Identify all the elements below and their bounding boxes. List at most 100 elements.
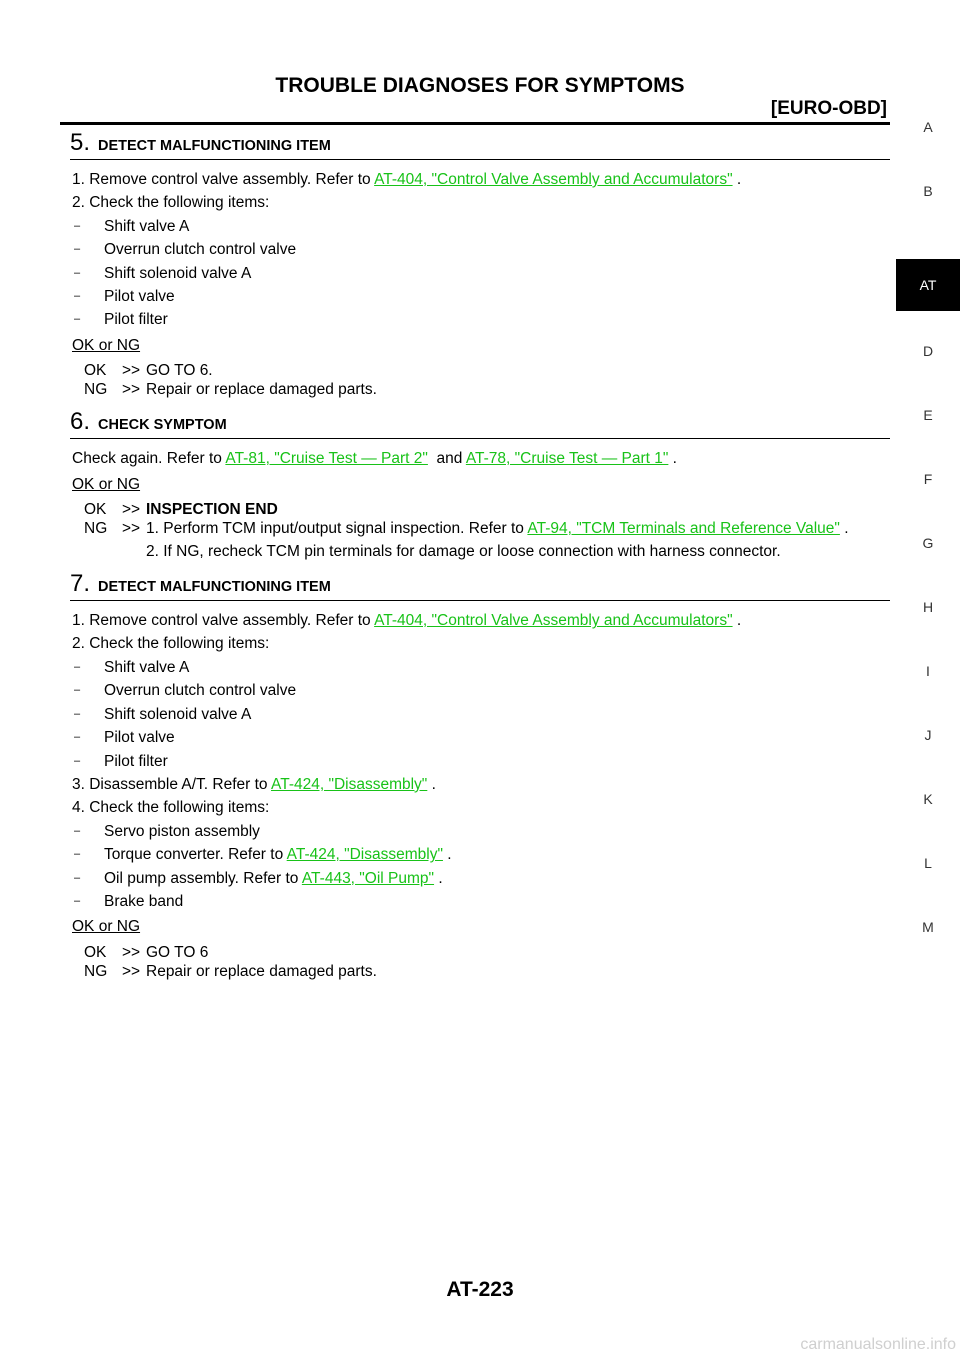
step-title: DETECT MALFUNCTIONING ITEM: [98, 138, 331, 154]
text: .: [442, 846, 452, 864]
result-ng: NG >> 1. Perform TCM input/output signal…: [72, 519, 890, 538]
tab-i[interactable]: I: [926, 663, 930, 679]
instruction-line: 1. Remove control valve assembly. Refer …: [72, 168, 890, 191]
check-item: Torque converter. Refer to AT-424, "Disa…: [72, 843, 890, 867]
check-item: Brake band: [72, 890, 890, 914]
tab-d[interactable]: D: [922, 343, 934, 359]
result-ok: OK >> INSPECTION END: [72, 500, 890, 519]
page-header-subtitle: [EURO-OBD]: [770, 98, 887, 119]
link-cruise-test-part-1[interactable]: AT-78, "Cruise Test — Part 1": [465, 450, 669, 468]
ok-or-ng-label: OK or NG: [72, 336, 141, 354]
link-oil-pump[interactable]: AT-443, "Oil Pump": [301, 869, 435, 887]
check-item: Overrun clutch control valve: [72, 679, 890, 703]
link-control-valve[interactable]: AT-404, "Control Valve Assembly and Accu…: [374, 612, 733, 630]
result-key: NG: [84, 520, 108, 538]
instruction-line: 2. Check the following items:: [72, 194, 270, 212]
result-arrow: >>: [122, 520, 141, 538]
step-title: DETECT MALFUNCTIONING ITEM: [98, 579, 331, 596]
check-item: Pilot filter: [72, 750, 890, 774]
step-7: 7. DETECT MALFUNCTIONING ITEM 1. Remove …: [70, 570, 890, 981]
link-disassembly[interactable]: AT-424, "Disassembly": [271, 775, 428, 793]
result-ok: OK >> GO TO 6.: [72, 361, 890, 380]
check-item: Servo piston assembly: [72, 820, 890, 844]
section-index-tabs: A B AT D E F G H I J K L M: [896, 0, 960, 960]
tab-m[interactable]: M: [922, 919, 934, 935]
watermark: carmanualsonline.info: [800, 1336, 956, 1353]
step-number: 5.: [70, 129, 91, 156]
text: .: [427, 775, 436, 793]
check-item: Pilot valve: [72, 726, 890, 750]
result-value: Repair or replace damaged parts.: [146, 381, 377, 399]
text: 3. Disassemble A/T. Refer to: [72, 775, 272, 793]
instruction-line: 3. Disassemble A/T. Refer to AT-424, "Di…: [72, 773, 890, 796]
tab-h[interactable]: H: [922, 599, 934, 615]
text: 1. Perform TCM input/output signal inspe…: [146, 520, 528, 538]
page-header-title: TROUBLE DIAGNOSES FOR SYMPTOMS: [275, 74, 685, 97]
instruction-line: Check again. Refer to AT-81, "Cruise Tes…: [72, 447, 890, 470]
tab-j[interactable]: J: [924, 727, 932, 743]
check-item: Shift solenoid valve A: [72, 262, 890, 286]
instruction-line: 1. Remove control valve assembly. Refer …: [72, 609, 890, 632]
text: Check again. Refer to: [72, 450, 226, 468]
tab-f[interactable]: F: [923, 471, 933, 487]
step-number: 7.: [70, 570, 91, 598]
check-item: Shift valve A: [72, 656, 890, 680]
instruction-line: 4. Check the following items:: [72, 799, 270, 817]
result-ok: OK >> GO TO 6: [72, 943, 890, 962]
result-key: NG: [84, 962, 108, 980]
step-heading: 7. DETECT MALFUNCTIONING ITEM: [70, 570, 890, 602]
check-item: Shift valve A: [72, 215, 890, 239]
link-cruise-test-part-2[interactable]: AT-81, "Cruise Test — Part 2": [225, 450, 428, 468]
link-disassembly[interactable]: AT-424, "Disassembly": [286, 846, 443, 864]
tab-at[interactable]: AT: [896, 259, 960, 311]
check-item: Shift solenoid valve A: [72, 703, 890, 727]
result-value: GO TO 6.: [146, 362, 213, 380]
result-value: 2. If NG, recheck TCM pin terminals for …: [146, 543, 781, 561]
text: 1. Remove control valve assembly. Refer …: [72, 171, 375, 188]
text: .: [839, 520, 849, 538]
text: .: [732, 612, 742, 630]
text: .: [434, 869, 443, 887]
text: .: [732, 171, 742, 188]
result-arrow: >>: [122, 943, 141, 961]
step-title: CHECK SYMPTOM: [98, 417, 227, 434]
step-heading: 6. CHECK SYMPTOM: [70, 408, 890, 440]
tab-k[interactable]: K: [923, 791, 933, 807]
tab-a[interactable]: A: [923, 119, 933, 135]
link-control-valve[interactable]: AT-404, "Control Valve Assembly and Accu…: [374, 171, 733, 188]
ok-or-ng-label: OK or NG: [72, 475, 141, 493]
result-arrow: >>: [122, 362, 141, 380]
check-item: Pilot valve: [72, 285, 890, 309]
result-key: OK: [84, 362, 107, 380]
text: Oil pump assembly. Refer to: [104, 869, 302, 887]
tab-g[interactable]: G: [922, 535, 934, 551]
result-arrow: >>: [122, 381, 141, 399]
link-tcm-terminals[interactable]: AT-94, "TCM Terminals and Reference Valu…: [527, 520, 840, 538]
tab-e[interactable]: E: [923, 407, 933, 423]
result-arrow: >>: [122, 962, 141, 980]
result-key: OK: [84, 943, 107, 961]
tab-b[interactable]: B: [923, 183, 933, 199]
result-value: 1. Perform TCM input/output signal inspe…: [146, 519, 890, 538]
result-value: GO TO 6: [146, 943, 209, 961]
step-5: 5. DETECT MALFUNCTIONING ITEM 1. Remove …: [70, 130, 890, 399]
step-heading: 5. DETECT MALFUNCTIONING ITEM: [70, 130, 890, 160]
result-value: Repair or replace damaged parts.: [146, 962, 377, 980]
result-arrow: >>: [122, 501, 141, 519]
text: Torque converter. Refer to: [104, 846, 287, 864]
result-value: INSPECTION END: [146, 501, 278, 519]
step-number: 6.: [70, 408, 91, 436]
page-number: AT-223: [446, 1278, 514, 1301]
result-key: OK: [84, 501, 107, 519]
text: 1. Remove control valve assembly. Refer …: [72, 612, 375, 630]
check-item: Overrun clutch control valve: [72, 238, 890, 262]
page-content: 5. DETECT MALFUNCTIONING ITEM 1. Remove …: [70, 130, 890, 981]
tab-l[interactable]: L: [924, 855, 932, 871]
result-key: NG: [84, 381, 108, 399]
instruction-line: 2. Check the following items:: [72, 635, 270, 653]
header-rule: [60, 122, 890, 125]
text: .: [668, 450, 677, 468]
ok-or-ng-label: OK or NG: [72, 918, 141, 936]
text: and: [427, 450, 466, 468]
check-item: Pilot filter: [72, 308, 890, 332]
